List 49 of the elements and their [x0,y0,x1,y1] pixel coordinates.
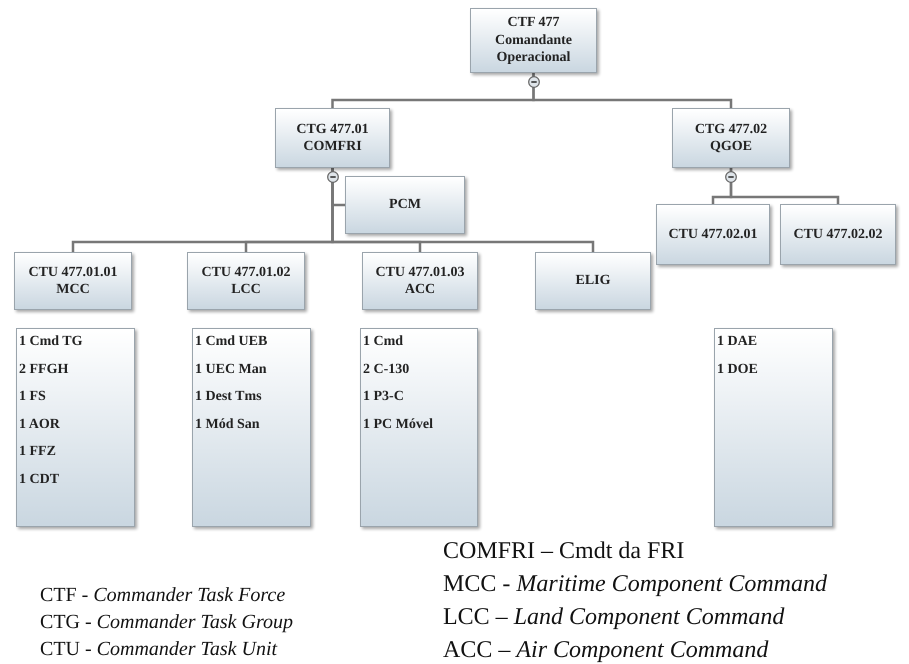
org-box [470,8,597,73]
unit-list-box [360,328,478,527]
unit-item: 1 Cmd UEB [195,333,268,350]
org-box [362,252,478,310]
unit-title: CTU 477.01.03 ACC [374,264,466,298]
org-box [535,252,651,310]
unit-title: CTU 477.01.01 MCC [27,264,119,298]
org-box [14,252,132,310]
unit-item: 1 UEC Man [195,360,267,378]
abbreviation-note: MCC - Maritime Component Command [443,571,828,598]
unit-item: 2 FFGH [19,360,68,378]
connector-line [730,168,840,204]
unit-item: 1 PC Móvel [363,416,433,433]
unit-title: CTF 477 Comandante Operacional [494,14,573,67]
org-box [656,204,770,265]
unit-title: CTG 477.02 QGOE [694,120,768,156]
unit-item: 1 Cmd [363,333,404,350]
abbreviation-note: ACC – Air Component Command [443,637,768,664]
unit-item: 1 Dest Tms [195,388,262,406]
unit-item: 1 FS [19,388,46,406]
unit-item: 1 P3-C [363,388,404,406]
abbreviation-note: LCC – Land Component Command [443,604,784,630]
unit-title: ELIG [575,272,610,290]
unit-item: 1 DOE [717,360,758,378]
org-box [672,108,790,168]
connector-line [532,73,732,108]
unit-item: 1 FFZ [19,443,56,460]
unit-list-box [714,328,833,527]
unit-item: 1 CDT [19,470,60,488]
unit-title: CTG 477.01 COMFRI [295,120,370,156]
abbreviation-note: CTF - Commander Task Force [40,584,286,606]
org-box [187,252,305,310]
unit-item: 1 DAE [717,333,758,350]
unit-list-box [16,328,135,527]
unit-title: PCM [389,196,421,214]
unit-item: 2 C-130 [363,360,410,378]
abbreviation-note: CTG - Commander Task Group [40,611,293,633]
unit-title: CTU 477.02.02 [793,226,883,244]
org-box [345,176,465,234]
unit-item: 1 Cmd TG [19,333,83,350]
org-box [275,108,390,168]
unit-item: 1 AOR [19,416,60,433]
unit-item: 1 Mód San [195,416,260,433]
abbreviation-note: COMFRI – Cmdt da FRI [443,538,684,564]
unit-title: CTU 477.02.01 [668,226,758,244]
org-box [780,204,896,265]
abbreviation-note: CTU - Commander Task Unit [40,638,278,660]
unit-title: CTU 477.01.02 LCC [200,264,292,298]
unit-list-box [192,328,311,527]
